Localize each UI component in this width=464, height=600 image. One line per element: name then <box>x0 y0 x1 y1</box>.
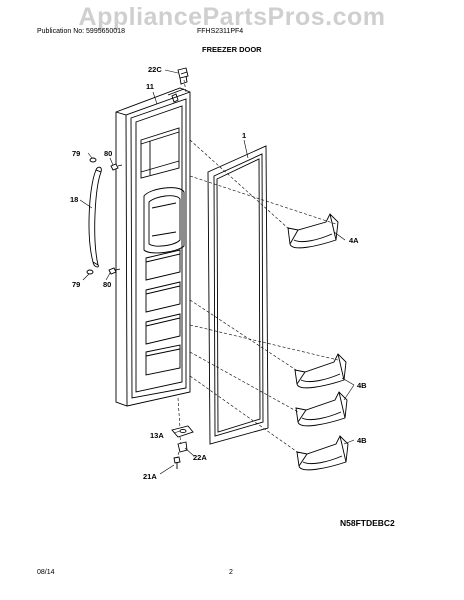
callout-4B-lower: 4B <box>357 436 367 445</box>
plug-79-top <box>89 157 97 163</box>
diagram-code: N58FTDEBC2 <box>340 518 395 528</box>
callout-4B-upper: 4B <box>357 381 367 390</box>
door-bin-4B-1 <box>294 353 347 389</box>
callout-79-bottom: 79 <box>72 280 80 289</box>
callout-80-bottom: 80 <box>103 280 111 289</box>
callout-1: 1 <box>242 131 246 140</box>
watermark: AppliancePartsPros.com <box>78 3 386 31</box>
door-bin-4B-2 <box>295 391 348 427</box>
door-bin-4A <box>287 213 339 249</box>
gasket <box>207 145 269 445</box>
callout-22A: 22A <box>193 453 207 462</box>
callout-22C: 22C <box>148 65 162 74</box>
door-bin-4B-3 <box>296 435 349 471</box>
screw-80-top <box>110 163 123 171</box>
alignment-lines <box>176 79 339 459</box>
plug-79-bottom <box>86 269 94 275</box>
callout-13A: 13A <box>150 431 164 440</box>
section-title: FREEZER DOOR <box>202 45 262 54</box>
callout-21A: 21A <box>143 472 157 481</box>
part-22C-cap <box>177 67 189 85</box>
bushing-22A <box>177 441 188 453</box>
screw-21A <box>173 456 181 469</box>
callout-18: 18 <box>70 195 78 204</box>
publication-number: Publication No: 5995650018 <box>37 28 125 35</box>
door-panel <box>115 87 191 407</box>
page-number: 2 <box>229 569 233 576</box>
callout-79-top: 79 <box>72 149 80 158</box>
screw-80-bottom <box>108 267 121 275</box>
callout-11: 11 <box>146 82 154 91</box>
model-number: FFHS2311PF4 <box>197 28 244 35</box>
leader-lines <box>79 69 355 475</box>
hinge-13A <box>171 425 194 438</box>
footer-date: 08/14 <box>37 569 55 576</box>
handle-18 <box>88 166 102 268</box>
callout-80-top: 80 <box>104 149 112 158</box>
callout-4A: 4A <box>349 236 359 245</box>
